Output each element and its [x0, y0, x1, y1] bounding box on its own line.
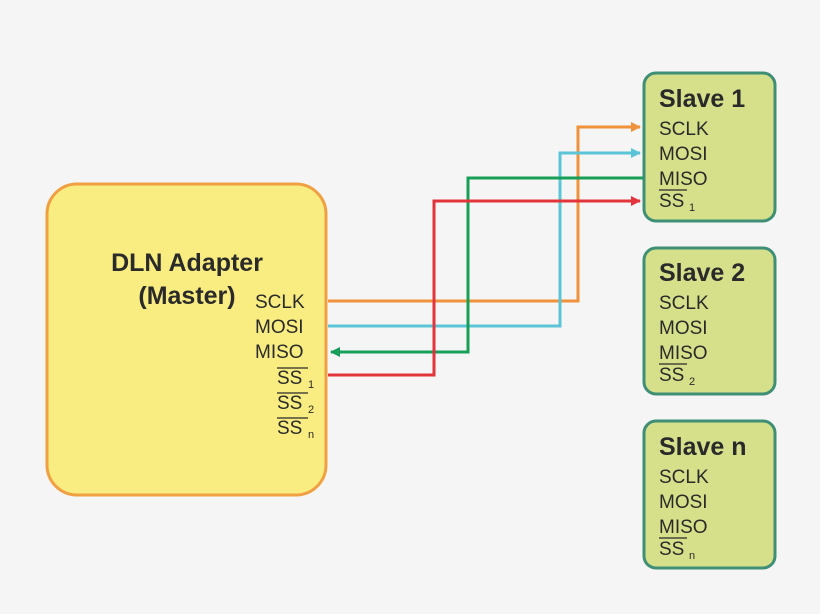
slave-box-1 [642, 71, 777, 223]
master-box [45, 182, 328, 497]
master-pin-mosi: MOSI [255, 317, 304, 338]
master-pin-ssn: SS n [277, 417, 314, 441]
master-pin-ss1-label: SS [277, 368, 302, 389]
master-pin-ss2-sub: 2 [308, 404, 314, 416]
master-subtitle: (Master) [138, 282, 235, 310]
slave-block-2: Slave 2 SCLK MOSI MISO SS 2 [642, 246, 777, 396]
master-pin-ssn-label: SS [277, 418, 302, 439]
wire-sclk [328, 122, 641, 303]
wire-miso [330, 176, 644, 357]
slave-n-pin-ss: SS [659, 539, 684, 560]
slave-n-pin-miso: MISO [659, 517, 708, 538]
master-pin-sclk: SCLK [255, 292, 305, 313]
master-block: DLN Adapter (Master) SCLK MOSI MISO SS 1… [45, 182, 328, 497]
slave-1-pin-ss: SS [659, 191, 684, 212]
slave-box-n [642, 419, 777, 570]
slave-2-pin-ss: SS [659, 365, 684, 386]
wire-ss [328, 196, 641, 377]
slave-n-pin-sclk: SCLK [659, 467, 709, 488]
slave-block-n: Slave n SCLK MOSI MISO SS n [642, 419, 777, 570]
master-title: DLN Adapter [111, 249, 263, 277]
wire-mosi [328, 148, 641, 328]
slave-title-2: Slave 2 [659, 259, 745, 287]
slave-box-2 [642, 246, 777, 396]
slave-2-pin-sclk: SCLK [659, 293, 709, 314]
signal-wires [328, 122, 644, 377]
slave-1-pin-sclk: SCLK [659, 119, 709, 140]
master-pin-ss2-label: SS [277, 393, 302, 414]
master-pin-ssn-sub: n [308, 429, 314, 441]
master-pin-ss1: SS 1 [277, 367, 314, 391]
slave-2-pin-ss-sub: 2 [689, 376, 695, 388]
slave-title-1: Slave 1 [659, 85, 745, 113]
slave-1-pin-ss-sub: 1 [689, 202, 695, 214]
slave-1-pin-mosi: MOSI [659, 144, 708, 165]
master-pin-ss1-sub: 1 [308, 379, 314, 391]
slave-n-pin-ss-sub: n [689, 550, 695, 562]
slave-title-n: Slave n [659, 433, 747, 461]
slave-2-pin-miso: MISO [659, 343, 708, 364]
master-pin-ss2: SS 2 [277, 392, 314, 416]
slave-block-1: Slave 1 SCLK MOSI MISO SS 1 [642, 71, 777, 223]
slave-n-pin-mosi: MOSI [659, 492, 708, 513]
slave-2-pin-mosi: MOSI [659, 318, 708, 339]
master-pin-miso: MISO [255, 342, 304, 363]
slave-1-pin-miso: MISO [659, 169, 708, 190]
